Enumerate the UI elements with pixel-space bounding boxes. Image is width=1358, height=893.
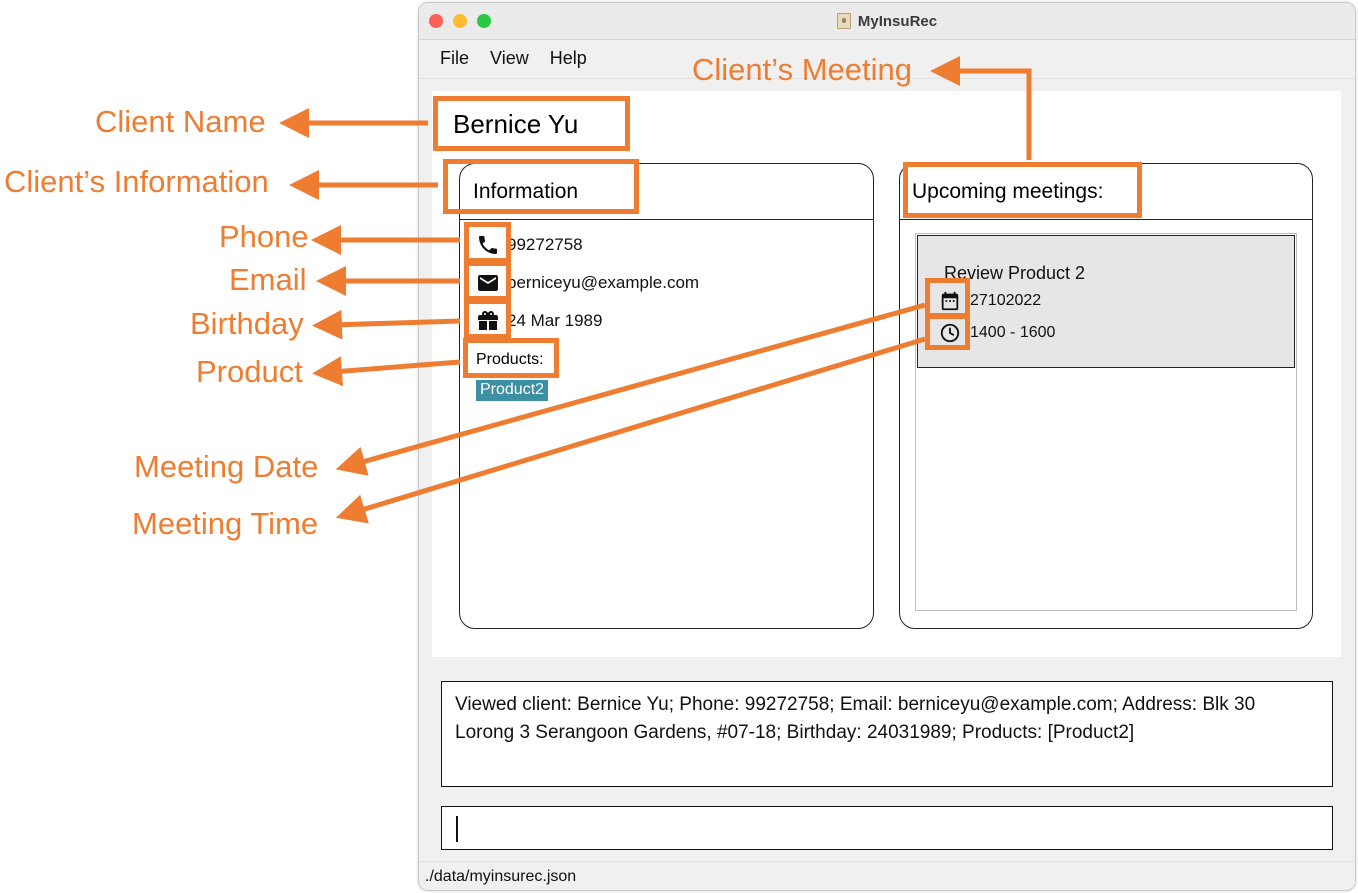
menu-divider [419, 78, 1355, 79]
information-title: Information [473, 180, 579, 203]
label-email: Email [229, 262, 307, 297]
information-panel: Information 99272758 berniceyu@example.c… [459, 163, 874, 629]
meetings-title-highlight [903, 162, 1142, 218]
meeting-time-row: 1400 - 1600 [939, 322, 1055, 344]
status-bar: ./data/myinsurec.json [419, 861, 1355, 890]
email-icon-highlight [464, 261, 511, 301]
meetings-header: Upcoming meetings: [900, 164, 1312, 220]
title-bar: MyInsuRec [419, 3, 1355, 40]
client-name-highlight [433, 96, 630, 151]
client-name: Bernice Yu [453, 109, 579, 139]
meeting-time: 1400 - 1600 [970, 324, 1056, 341]
command-input[interactable] [441, 806, 1333, 850]
menu-bar: File View Help [419, 40, 587, 76]
meeting-date-row: 27102022 [939, 290, 1041, 312]
menu-file[interactable]: File [440, 47, 470, 68]
label-meeting-date: Meeting Date [134, 449, 319, 484]
menu-view[interactable]: View [490, 47, 529, 68]
email-row: berniceyu@example.com [476, 271, 699, 295]
meetings-panel: Upcoming meetings: Review Product 2 2710… [899, 163, 1313, 629]
text-caret [456, 816, 458, 842]
label-client-name: Client Name [95, 104, 266, 139]
information-highlight [443, 159, 639, 214]
email-value: berniceyu@example.com [507, 273, 700, 292]
clock-icon [940, 323, 960, 343]
phone-icon [479, 236, 497, 254]
label-product: Product [196, 354, 303, 389]
label-client-information: Client’s Information [4, 164, 269, 199]
product-tag: Product2 [476, 380, 549, 401]
meeting-list[interactable]: Review Product 2 27102022 1400 - 1600 [915, 233, 1297, 611]
app-icon [836, 13, 851, 29]
phone-row: 99272758 [476, 233, 583, 257]
calendar-icon [941, 291, 959, 311]
window-title: MyInsuRec [857, 12, 938, 30]
label-client-meeting: Client’s Meeting [692, 52, 912, 87]
birthday-icon-highlight [464, 299, 511, 339]
clock-icon-highlight [925, 313, 970, 350]
close-window-button[interactable] [429, 14, 443, 28]
email-icon [478, 275, 498, 291]
products-highlight [463, 338, 559, 378]
meeting-description: Review Product 2 [944, 263, 1086, 283]
minimize-window-button[interactable] [453, 14, 467, 28]
result-display: Viewed client: Bernice Yu; Phone: 992727… [441, 681, 1333, 787]
label-birthday: Birthday [190, 306, 304, 341]
label-meeting-time: Meeting Time [132, 506, 319, 541]
menu-help[interactable]: Help [549, 47, 587, 68]
information-header: Information [460, 164, 873, 220]
meetings-title: Upcoming meetings: [912, 180, 1104, 203]
label-phone: Phone [219, 219, 309, 254]
zoom-window-button[interactable] [477, 14, 491, 28]
data-file-path: ./data/myinsurec.json [425, 868, 577, 885]
meeting-card[interactable]: Review Product 2 27102022 1400 - 1600 [917, 235, 1295, 368]
phone-value: 99272758 [507, 235, 583, 254]
meeting-date: 27102022 [970, 292, 1042, 309]
birthday-value: 24 Mar 1989 [507, 311, 603, 330]
phone-icon-highlight [464, 222, 511, 263]
